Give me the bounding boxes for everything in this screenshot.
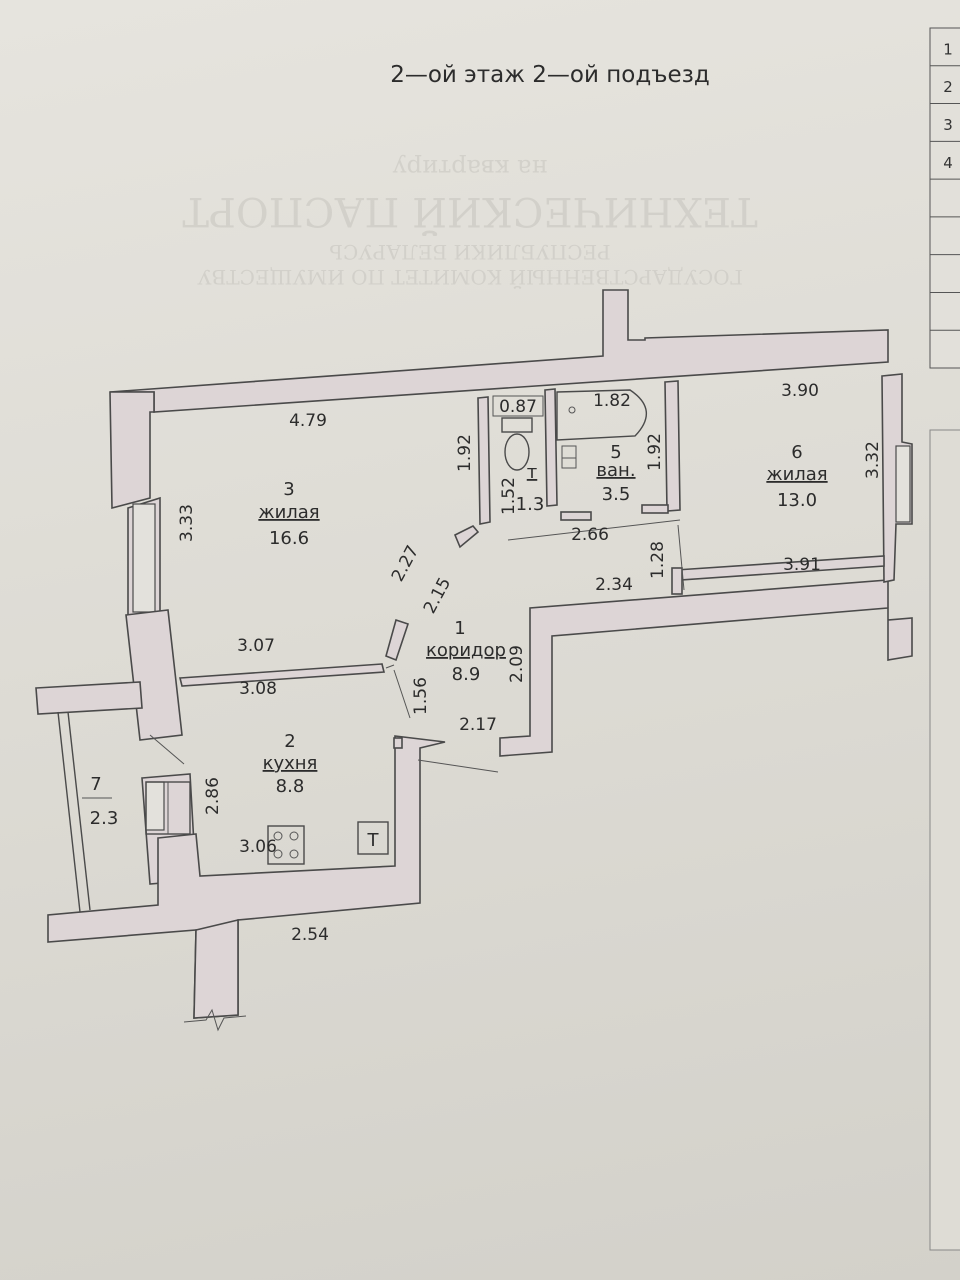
dim-kitchen-top: 3.08 (239, 679, 277, 699)
watermark-line2: РЕСПУБЛИКИ БЕЛАРУСЬ (329, 240, 610, 264)
dim-living3-left: 3.33 (177, 504, 197, 542)
room4-name: т (527, 462, 538, 483)
fixtures: Т (145, 389, 647, 865)
dim-living3-right: 1.92 (455, 434, 475, 472)
dim-corridor-diag1: 2.27 (388, 542, 423, 585)
watermark-line4: на квартиру (393, 154, 548, 182)
dim-corridor-left: 1.56 (411, 677, 431, 715)
stove-icon (267, 825, 305, 865)
dim-living6-right: 3.32 (863, 441, 883, 479)
balcony-number: 7 (90, 774, 101, 795)
balcony-outline (57, 711, 91, 913)
kitchen-name: кухня (263, 753, 318, 774)
room-labels: 3 жилая 16.6 5 ван. 3.5 т 1.3 6 жилая 13… (82, 442, 828, 829)
room6-name: жилая (766, 464, 827, 485)
kitchen-area: 8.8 (276, 776, 305, 797)
corridor-number: 1 (454, 618, 465, 639)
side-table-cell: 4 (943, 154, 953, 172)
break-mark (183, 1008, 247, 1032)
dim-living6-door: 1.28 (648, 541, 668, 579)
heater-label: Т (367, 830, 380, 851)
dim-living3-top: 4.79 (289, 411, 327, 431)
room5-number: 5 (610, 442, 621, 463)
dim-kitchen-bottom: 3.06 (239, 837, 277, 857)
kitchen-number: 2 (284, 731, 295, 752)
dimensions: 4.79 3.33 1.92 3.07 0.87 1.52 1.82 1.92 … (177, 381, 883, 945)
side-table-rows: 1 2 3 4 (930, 40, 960, 369)
walls (35, 289, 913, 1019)
side-table-cell: 2 (943, 78, 953, 96)
dim-bath-top: 1.82 (593, 391, 631, 411)
side-table-cell: 1 (943, 40, 953, 58)
room3-number: 3 (283, 479, 294, 500)
dim-corridor-bottom: 2.17 (459, 715, 497, 735)
side-table (929, 27, 960, 1251)
dim-living6-top: 3.90 (781, 381, 819, 401)
room5-area: 3.5 (602, 484, 631, 505)
dim-wc-top: 0.87 (499, 397, 537, 417)
watermark-line3: ТЕХНИЧЕСКИЙ ПАСПОРТ (182, 188, 758, 236)
dim-wc-side: 1.52 (499, 477, 519, 515)
dim-corridor-top: 2.34 (595, 575, 633, 595)
room3-name: жилая (258, 502, 319, 523)
watermark: ГОСУДАРСТВЕННЫЙ КОМИТЕТ ПО ИМУЩЕСТВУ РЕС… (182, 154, 758, 290)
room5-name: ван. (596, 460, 635, 481)
balcony-area: 2.3 (90, 808, 119, 829)
room3-area: 16.6 (269, 528, 309, 549)
interior-lines (149, 519, 685, 773)
dim-corridor-right: 2.09 (507, 645, 527, 683)
dim-living3-bottom: 3.07 (237, 636, 275, 656)
heater-box-icon (357, 821, 389, 855)
side-table-cell: 3 (943, 116, 953, 134)
room4-area: 1.3 (516, 494, 545, 515)
corridor-area: 8.9 (452, 664, 481, 685)
plan-title: 2—ой этаж 2—ой подъезд (390, 62, 710, 88)
dim-bath-bottom: 2.66 (571, 525, 609, 545)
room6-area: 13.0 (777, 490, 817, 511)
watermark-line1: ГОСУДАРСТВЕННЫЙ КОМИТЕТ ПО ИМУЩЕСТВУ (197, 265, 743, 290)
corridor-name: коридор (426, 640, 506, 661)
bathtub-icon (556, 389, 647, 441)
dim-corridor-diag2: 2.15 (420, 574, 455, 617)
dim-kitchen-left: 2.86 (203, 777, 223, 815)
room6-number: 6 (791, 442, 802, 463)
dim-living6-bottom: 3.91 (783, 555, 821, 575)
dim-bath-side: 1.92 (645, 433, 665, 471)
dim-below-kitchen: 2.54 (291, 925, 329, 945)
toilet-icon (501, 417, 533, 471)
